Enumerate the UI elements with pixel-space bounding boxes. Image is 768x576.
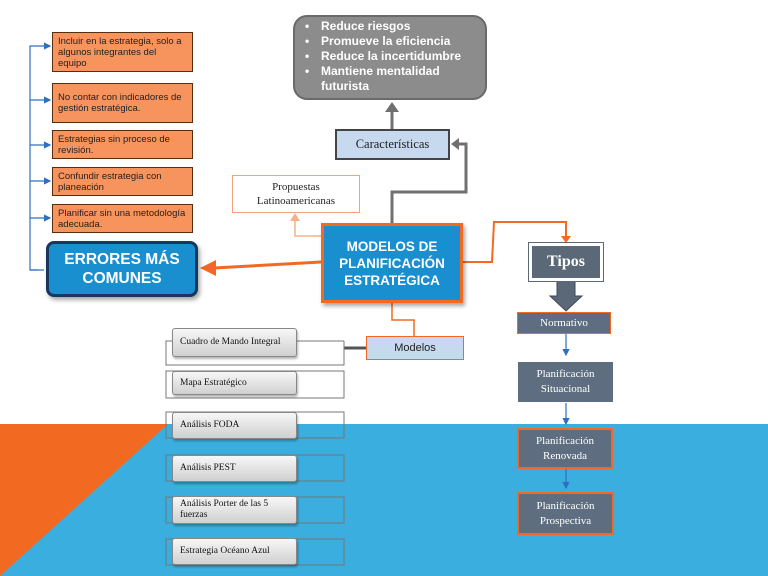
error-item-4: Confundir estrategia con planeación xyxy=(52,167,193,196)
model-item-text: Análisis FODA xyxy=(180,420,240,430)
tipo-item-normativo: Normativo xyxy=(517,312,611,334)
center-node: MODELOS DE PLANIFICACIÓN ESTRATÉGICA xyxy=(321,223,463,303)
background-orange-triangle xyxy=(0,424,168,576)
error-item-2: No contar con indicadores de gestión est… xyxy=(52,83,193,123)
tipo-item-text: Normativo xyxy=(540,316,588,329)
error-item-text: Planificar sin una metodología adecuada. xyxy=(58,207,186,230)
error-item-3: Estrategias sin proceso de revisión. xyxy=(52,130,193,159)
model-item-2: Mapa Estratégico xyxy=(172,371,297,395)
model-item-6: Estrategia Océano Azul xyxy=(172,538,297,565)
caracteristicas-label: Características xyxy=(355,137,430,151)
tipo-item-text: Planificación Renovada xyxy=(535,434,595,462)
tipos-label: Tipos xyxy=(547,253,585,270)
caracteristicas-label-node: Características xyxy=(335,129,450,160)
connector-error-1 xyxy=(29,42,52,271)
model-item-3: Análisis FODA xyxy=(172,412,297,439)
model-item-text: Mapa Estratégico xyxy=(180,377,247,388)
error-item-text: Incluir en la estrategia, solo a algunos… xyxy=(58,35,182,69)
connector-propuestas xyxy=(294,219,322,237)
model-item-5: Análisis Porter de las 5 fuerzas xyxy=(172,496,297,524)
caracteristicas-list: Reduce riesgos Promueve la eficiencia Re… xyxy=(303,19,485,94)
tipo-item-text: Planificación Situacional xyxy=(536,368,595,395)
propuestas-label: Propuestas Latinoamericanas xyxy=(256,181,336,207)
connector-tipos xyxy=(463,221,567,263)
center-title: MODELOS DE PLANIFICACIÓN ESTRATÉGICA xyxy=(339,238,445,288)
arrowhead-caracteristicas xyxy=(451,138,459,150)
error-item-1: Incluir en la estrategia, solo a algunos… xyxy=(52,32,193,72)
model-item-text: Análisis Porter de las 5 fuerzas xyxy=(180,499,269,520)
modelos-node: Modelos xyxy=(366,336,464,360)
arrowhead-tipos xyxy=(561,236,571,243)
arrowhead-caract-box xyxy=(385,102,399,112)
caracteristica-item: Reduce la incertidumbre xyxy=(303,49,485,64)
model-item-text: Análisis PEST xyxy=(180,463,236,473)
error-item-text: Confundir estrategia con planeación xyxy=(58,170,162,193)
connector-caracteristicas xyxy=(390,142,468,223)
tipo-item-prospectiva: Planificación Prospectiva xyxy=(517,492,614,535)
arrowhead-errores xyxy=(200,260,216,276)
caracteristica-item: Mantiene mentalidad futurista xyxy=(303,64,485,94)
propuestas-node: Propuestas Latinoamericanas xyxy=(232,175,360,213)
model-item-text: Cuadro de Mando Integral xyxy=(180,337,281,347)
connector-center-errores xyxy=(213,260,322,270)
model-item-1: Cuadro de Mando Integral xyxy=(172,328,297,357)
model-item-4: Análisis PEST xyxy=(172,455,297,482)
tipo-item-text: Planificación Prospectiva xyxy=(536,499,595,527)
caracteristica-item: Promueve la eficiencia xyxy=(303,34,485,49)
connector-modelos-label xyxy=(391,303,415,336)
errores-title: ERRORES MÁS COMUNES xyxy=(64,251,180,287)
tipo-item-situacional: Planificación Situacional xyxy=(517,361,614,403)
error-item-text: No contar con indicadores de gestión est… xyxy=(58,92,182,114)
arrowhead-propuestas xyxy=(290,213,300,221)
model-item-text: Estrategia Océano Azul xyxy=(180,546,270,556)
tipo-item-renovada: Planificación Renovada xyxy=(517,428,613,469)
tipos-node: Tipos xyxy=(528,242,604,282)
arrow-tipos-down xyxy=(548,280,584,312)
caracteristicas-box: Reduce riesgos Promueve la eficiencia Re… xyxy=(293,15,487,100)
modelos-label: Modelos xyxy=(394,342,436,354)
error-item-text: Estrategias sin proceso de revisión. xyxy=(58,133,170,156)
caracteristica-item: Reduce riesgos xyxy=(303,19,485,34)
error-item-5: Planificar sin una metodología adecuada. xyxy=(52,204,193,233)
errores-comunes-node: ERRORES MÁS COMUNES xyxy=(46,241,198,297)
